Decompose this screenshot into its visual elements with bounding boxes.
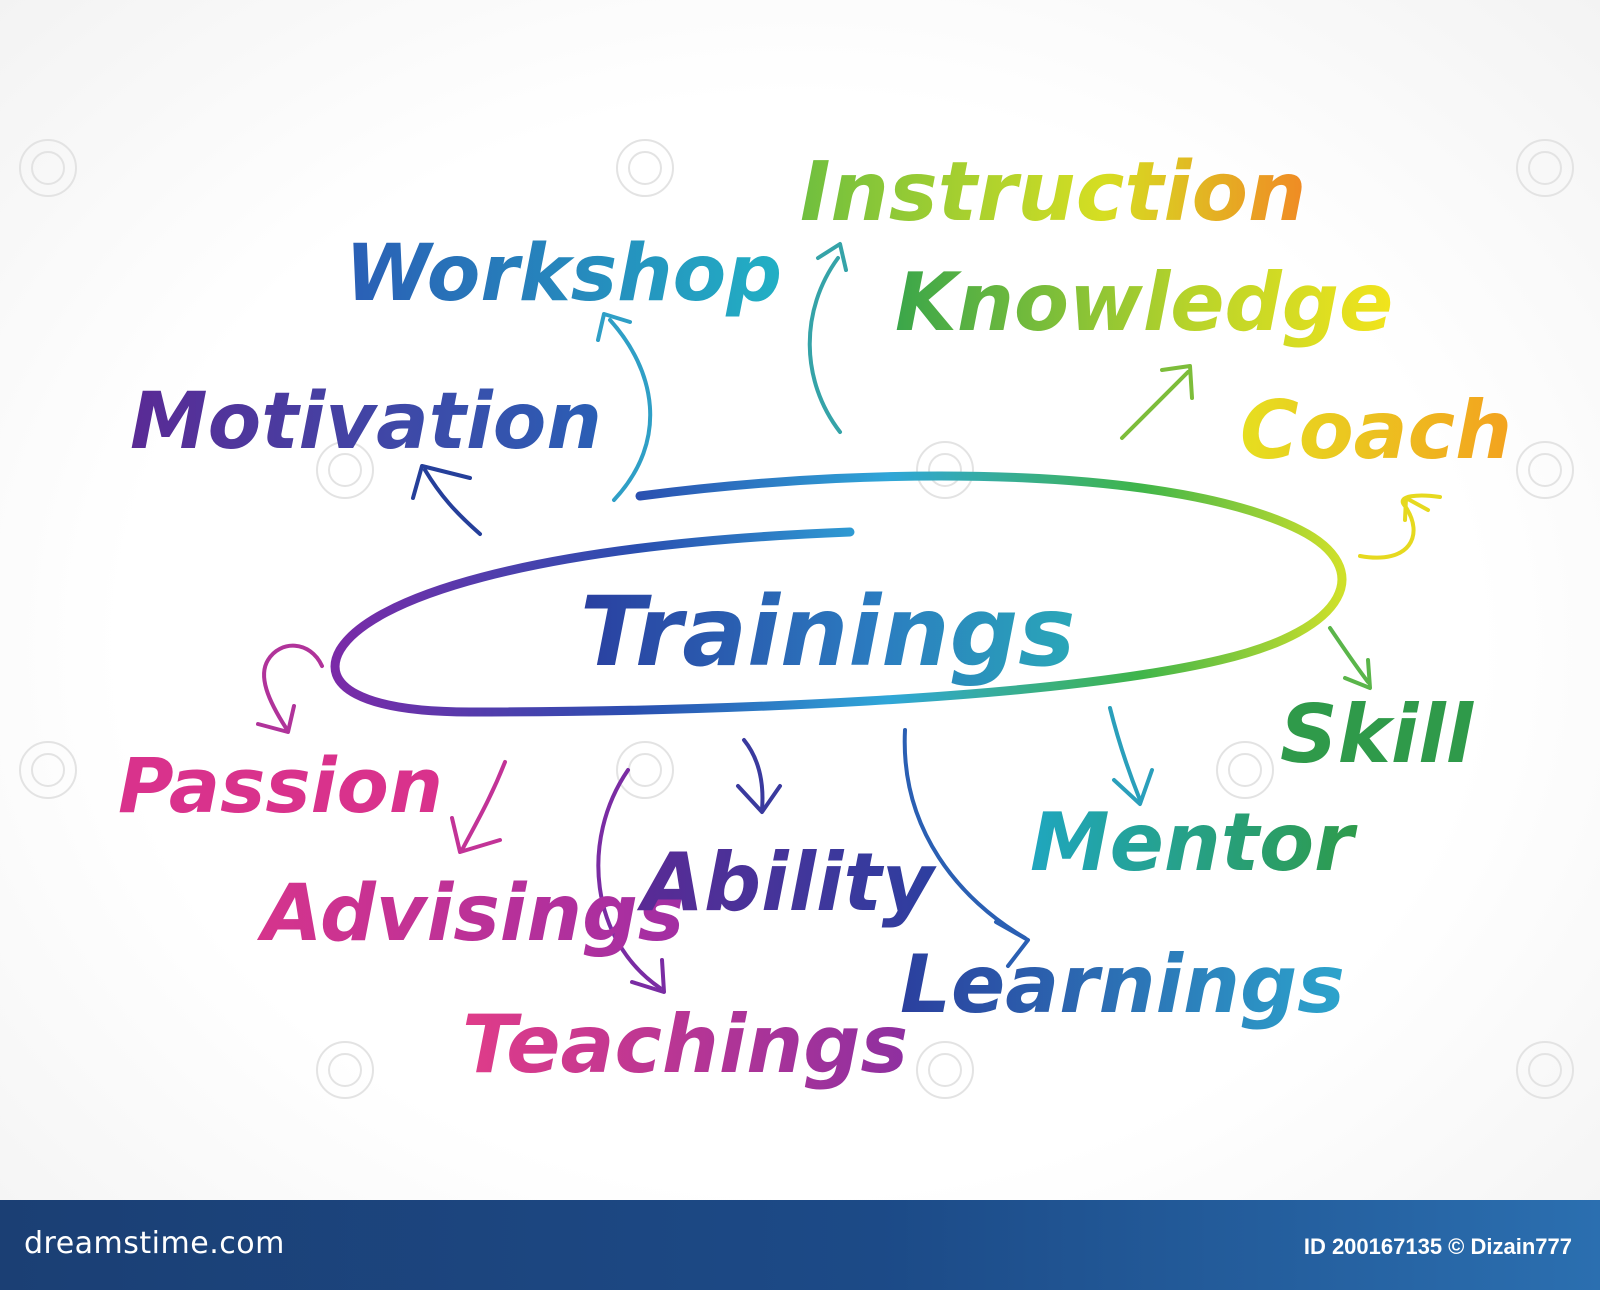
arrow-to-coach bbox=[1358, 493, 1442, 560]
arrow-to-knowledge bbox=[1120, 364, 1194, 440]
word-passion: Passion bbox=[118, 741, 443, 830]
word-workshop: Workshop bbox=[345, 229, 782, 319]
mind-map-diagram: Trainings bbox=[19, 139, 1574, 1099]
watermark-pattern bbox=[19, 139, 1574, 1099]
arrow-to-skill bbox=[1328, 626, 1372, 690]
word-knowledge: Knowledge bbox=[895, 256, 1393, 349]
word-mentor: Mentor bbox=[1030, 796, 1358, 889]
arrow-to-instruction bbox=[807, 242, 848, 434]
word-skill: Skill bbox=[1280, 688, 1475, 781]
arrow-to-advisings bbox=[450, 760, 507, 854]
footer-site-logo: dreamstime.com bbox=[24, 1226, 285, 1261]
word-advisings: Advisings bbox=[256, 869, 684, 959]
arrow-to-motivation bbox=[411, 464, 482, 536]
arrow-to-workshop bbox=[596, 312, 653, 502]
word-teachings: Teachings bbox=[462, 998, 908, 1091]
word-instruction: Instruction bbox=[800, 145, 1306, 240]
footer-image-credit: ID 200167135 © Dizain777 bbox=[1303, 1234, 1572, 1259]
word-motivation: Motivation bbox=[130, 377, 602, 467]
center-oval bbox=[330, 471, 1347, 717]
arrow-to-passion bbox=[256, 643, 324, 734]
word-coach: Coach bbox=[1240, 384, 1512, 477]
footer-bar: dreamstime.com ID 200167135 © Dizain777 bbox=[0, 1200, 1600, 1290]
arrow-to-learnings bbox=[902, 728, 1030, 968]
arrow-to-teachings bbox=[596, 768, 666, 994]
center-label: Trainings bbox=[580, 576, 1075, 688]
word-learnings: Learnings bbox=[900, 938, 1345, 1031]
arrow-to-ability bbox=[736, 738, 782, 814]
arrow-to-mentor bbox=[1108, 706, 1154, 806]
word-ability: Ability bbox=[636, 836, 937, 929]
